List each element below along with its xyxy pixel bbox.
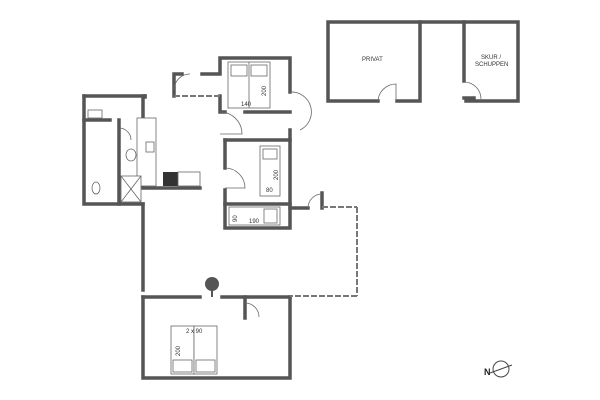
room-label-private: PRIVAT (362, 57, 383, 63)
compass-label: N (484, 367, 491, 377)
bed-size-label: 2 x 90 (186, 329, 203, 335)
north-arrow-icon: N (484, 360, 513, 378)
bed-width-label: 140 (241, 102, 252, 108)
bedroom-3: 2 x 90 200 (170, 325, 218, 375)
bedroom-2: 80 200 90 190 (228, 145, 281, 226)
main-house-walls (82, 56, 358, 380)
bunk-width-label: 90 (233, 215, 239, 222)
bedroom-1: 140 200 (227, 61, 271, 109)
kitchen-cabinet (177, 171, 201, 187)
washbasin-icon (125, 148, 137, 162)
stove-icon (163, 172, 178, 186)
washer-icon (87, 109, 103, 119)
room-label-shed-2: SCHUPPEN (475, 62, 508, 68)
fixtures (87, 109, 219, 297)
bed-length-label: 200 (176, 345, 182, 356)
bed-width-label: 80 (266, 188, 273, 194)
bunk-length-label: 190 (249, 219, 260, 225)
bed-length-label: 200 (274, 169, 280, 180)
room-label-shed-1: SKUR / (481, 55, 501, 61)
sink-icon (145, 141, 155, 153)
bed-length-label: 200 (262, 85, 268, 96)
toilet-icon (91, 181, 101, 195)
outbuilding: PRIVAT SKUR / SCHUPPEN (326, 20, 520, 103)
